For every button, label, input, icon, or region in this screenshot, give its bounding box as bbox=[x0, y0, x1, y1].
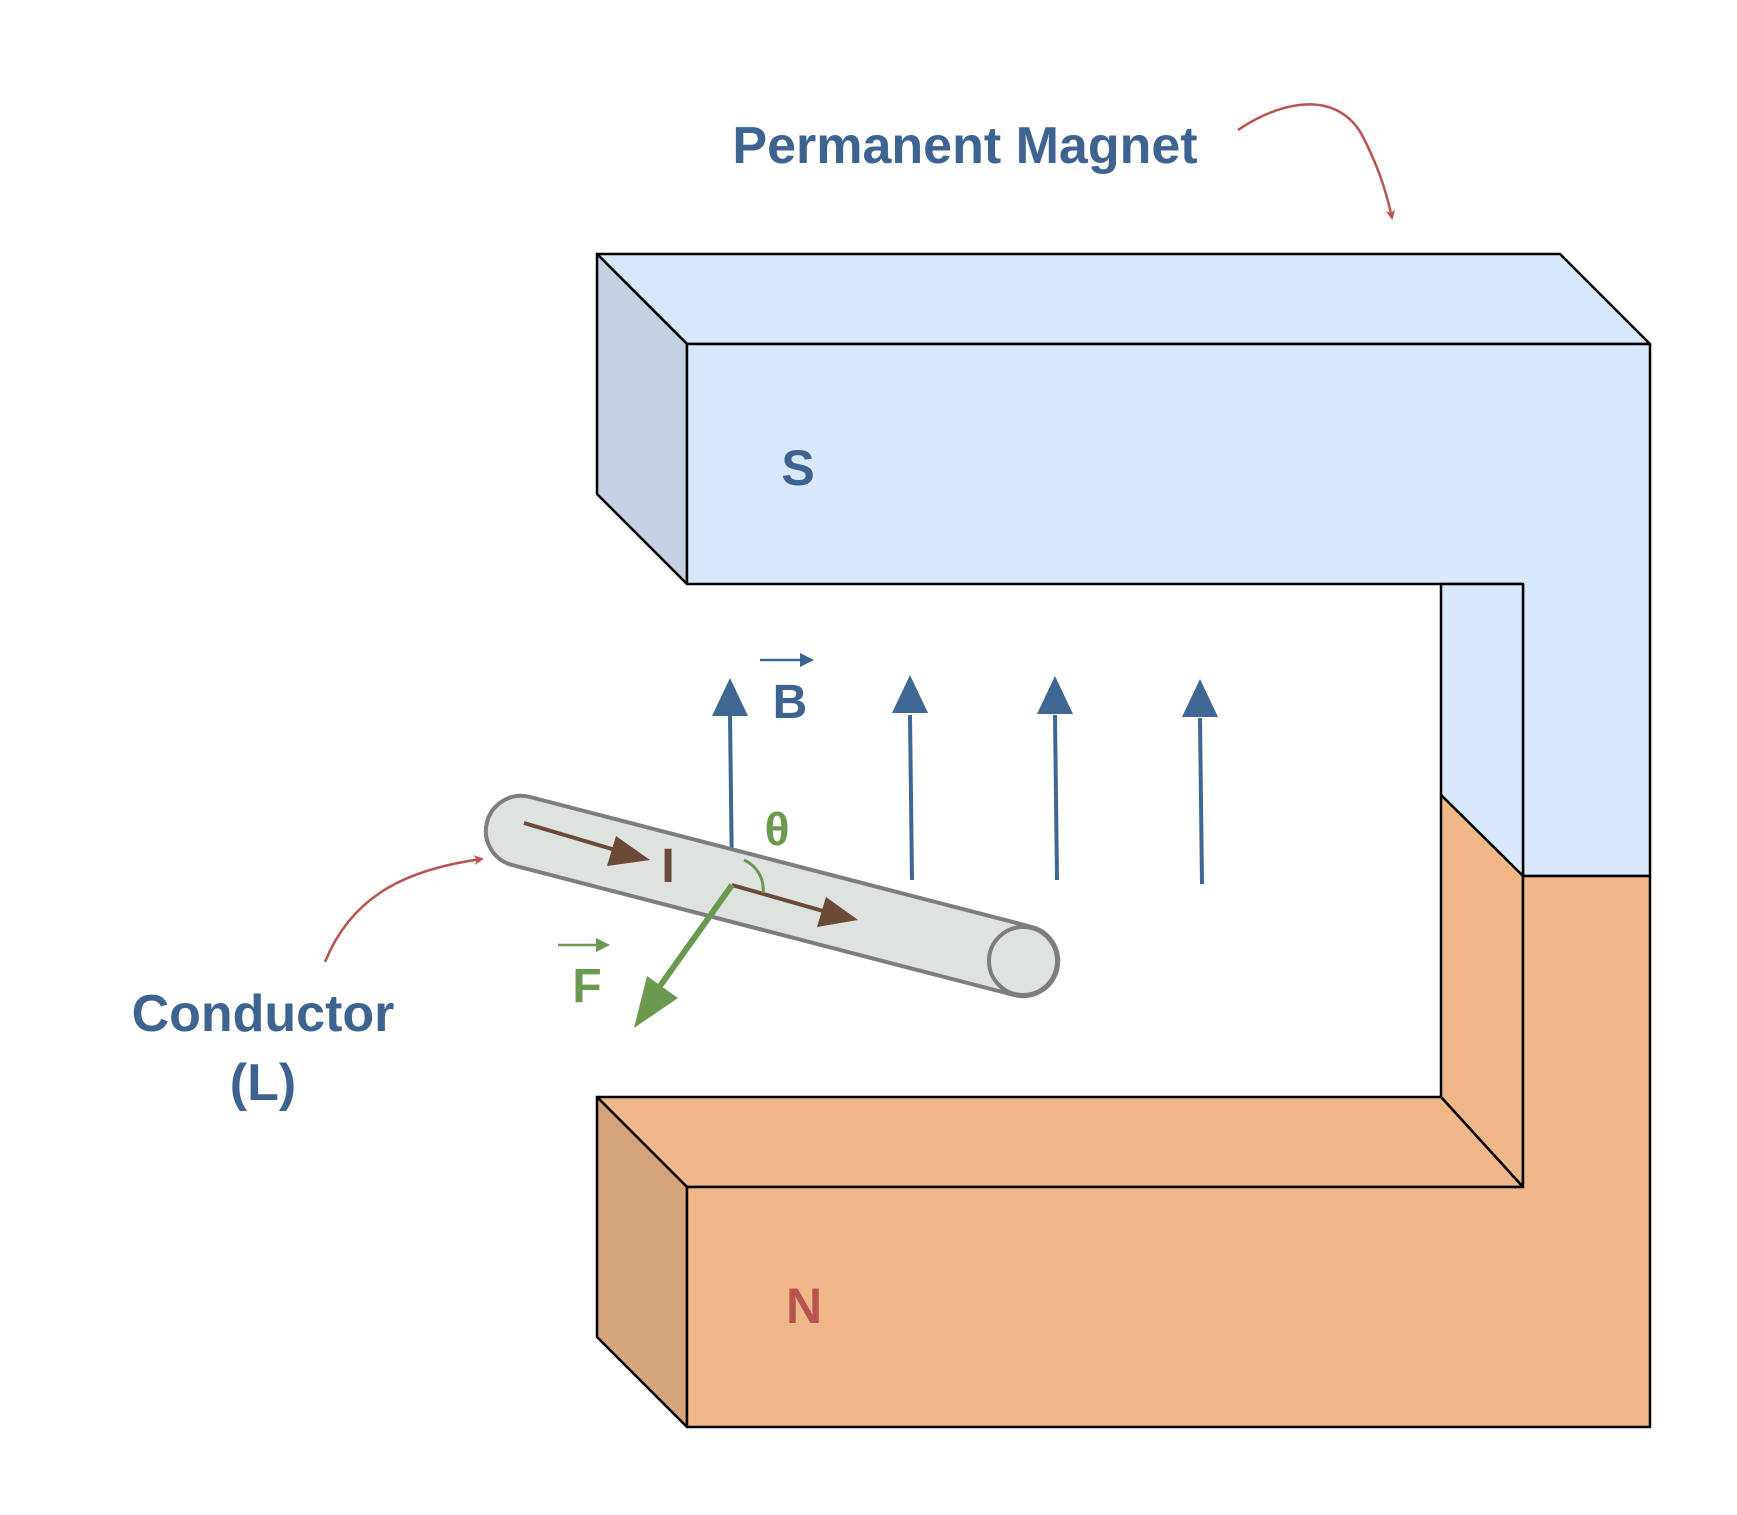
field-arrow-head bbox=[892, 675, 928, 713]
magnet-south-pole-block bbox=[595, 252, 1652, 878]
current-direction-arrow bbox=[731, 883, 831, 915]
current-direction-arrow-head bbox=[817, 897, 858, 927]
magnet-lower-top-face bbox=[595, 1095, 1525, 1189]
permanent-magnet-label: Permanent Magnet bbox=[732, 117, 1197, 175]
conductor-label: Conductor bbox=[132, 985, 395, 1043]
force-vector-label: F bbox=[558, 938, 610, 1013]
magnetic-field-lines bbox=[712, 675, 1218, 885]
current-arrow-head bbox=[607, 836, 650, 866]
south-pole-label: S bbox=[781, 440, 814, 496]
force-arrow-head bbox=[634, 976, 678, 1028]
current-i-label: I bbox=[661, 840, 674, 893]
field-arrow bbox=[1053, 714, 1059, 881]
conductor-pointer-arrow bbox=[323, 855, 484, 963]
field-arrow bbox=[908, 714, 914, 881]
vector-arrow-symbol-head bbox=[596, 938, 610, 952]
field-arrow-head bbox=[712, 678, 748, 716]
field-b-label: B bbox=[773, 676, 808, 729]
force-vector bbox=[634, 883, 735, 1028]
current-arrows bbox=[523, 821, 858, 927]
magnet-pointer-arrow bbox=[1237, 103, 1396, 220]
vector-arrow-symbol-head bbox=[800, 653, 814, 667]
field-arrow-head bbox=[1182, 679, 1218, 717]
conductor-length-label: (L) bbox=[230, 1054, 296, 1112]
magnet-top-face bbox=[595, 252, 1652, 346]
north-pole-label: N bbox=[786, 1278, 822, 1334]
magnet-north-pole-block bbox=[595, 793, 1652, 1429]
magnet-lower-front-face bbox=[685, 874, 1652, 1429]
angle-arc bbox=[743, 858, 765, 894]
conductor-end-cap bbox=[987, 925, 1059, 997]
field-arrow-head bbox=[1037, 676, 1073, 714]
theta-label: θ bbox=[765, 803, 790, 855]
field-arrow bbox=[1198, 717, 1204, 885]
force-arrow bbox=[657, 883, 735, 988]
field-vector-label: B bbox=[760, 653, 814, 729]
force-f-label: F bbox=[572, 960, 601, 1013]
current-arrow bbox=[523, 821, 623, 854]
